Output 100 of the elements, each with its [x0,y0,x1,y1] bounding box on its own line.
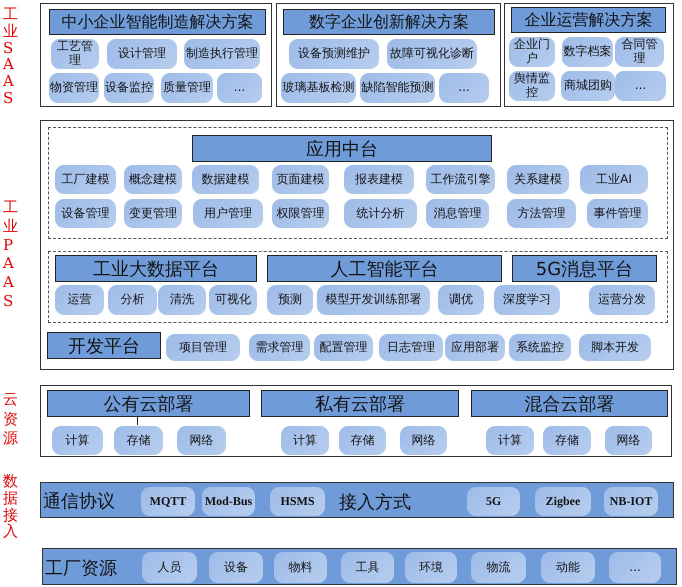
module-chip: 故障可视化诊断 [387,39,477,69]
module-chip: 权限管理 [272,199,329,228]
layer-panel [276,3,501,107]
module-chip: 分析 [108,285,157,315]
module-chip: 计算 [281,426,329,455]
module-chip: 设备 [209,552,263,583]
band-title: 工厂资源 [45,557,117,580]
module-chip: 商城团购 [561,71,615,101]
module-chip: 运营 [55,285,104,315]
platform-header: 数字企业创新解决方案 [283,9,495,35]
platform-header: 工业大数据平台 [55,255,257,282]
module-chip: 设备监控 [104,73,154,103]
module-chip: 脚本开发 [579,334,651,361]
layer-panel [40,3,272,107]
module-chip: 网络 [400,426,447,455]
module-chip: ... [615,71,666,101]
module-chip: 计算 [52,426,103,455]
platform-header: 公有云部署 [47,390,250,417]
module-chip: HSMS [270,487,325,516]
module-chip: 系统监控 [509,334,571,361]
module-chip: 设计管理 [107,39,177,69]
band-title: 通信协议 [43,490,115,513]
module-chip: 缺陷智能预测 [360,73,435,103]
platform-header: 混合云部署 [471,390,668,417]
module-chip: 用户管理 [193,199,263,228]
module-chip: 舆情监控 [509,71,555,101]
dashed-group [48,127,668,239]
module-chip: MQTT [141,487,195,516]
module-chip: 清洗 [158,285,206,315]
module-chip: 项目管理 [166,334,240,361]
module-chip: 物流 [471,552,526,583]
module-chip: 网络 [177,426,226,455]
module-chip: 存储 [114,426,163,455]
module-chip: 方法管理 [507,199,576,228]
layer-label: 工业SAAS [3,6,18,107]
module-chip: 工作流引擎 [426,165,495,194]
module-chip: 工厂建模 [55,165,116,194]
module-chip: ... [217,73,262,103]
platform-header: 中小企业智能制造解决方案 [49,9,266,35]
layer-panel [504,3,674,107]
module-chip: 工业AI [580,165,648,194]
module-chip: 设备管理 [55,199,116,228]
module-chip: 可视化 [209,285,257,315]
module-chip: 数字档案 [562,37,613,67]
module-chip: 变更管理 [124,199,182,228]
module-chip: 调优 [438,285,484,315]
layer-label: 云资源 [3,390,18,448]
platform-header: 5G消息平台 [512,255,657,282]
module-chip: 报表建模 [344,165,414,194]
module-chip: 数据建模 [192,165,259,194]
module-chip: 设备预测维护 [289,39,379,69]
module-chip: 工具 [341,552,394,583]
module-chip: 应用部署 [445,334,505,361]
module-chip: 物资管理 [49,73,99,103]
module-chip: 消息管理 [426,199,489,228]
module-chip: 物料 [274,552,327,583]
layer-label: 工业PAAS [3,198,18,310]
module-chip: 网络 [605,426,652,455]
module-chip: 计算 [486,426,534,455]
module-chip: 制造执行管理 [184,39,260,69]
layer-panel [40,120,674,370]
connector-line [137,416,138,426]
module-chip: 环境 [405,552,457,583]
module-chip: ... [609,552,661,583]
layer-panel [40,385,672,457]
module-chip: 人员 [142,552,197,583]
module-chip: NB-IOT [604,487,658,516]
module-chip: Mod-Bus [202,487,255,516]
platform-header: 开发平台 [47,332,161,359]
module-chip: 企业门户 [509,37,555,67]
layer-band [42,548,677,585]
module-chip: 动能 [541,552,595,583]
module-chip: 合同管理 [615,37,664,67]
module-chip: 存储 [543,426,591,455]
module-chip: 玻璃基板检测 [281,73,356,103]
platform-header: 企业运营解决方案 [511,7,666,33]
module-chip: 概念建模 [124,165,182,194]
layer-label: 数据接入 [3,473,18,540]
module-chip: 质量管理 [161,73,213,103]
module-chip: 模型开发训练部署 [317,285,430,315]
module-chip: 需求管理 [249,334,310,361]
module-chip: Zigbee [535,487,591,516]
module-chip: 日志管理 [379,334,443,361]
dashed-group [48,251,668,323]
module-chip: 统计分析 [344,199,417,228]
module-chip: 事件管理 [587,199,648,228]
module-chip: 深度学习 [494,285,560,315]
band-title: 接入方式 [339,491,411,514]
platform-header: 应用中台 [192,135,492,162]
module-chip: 关系建模 [507,165,569,194]
module-chip: 预测 [267,285,313,315]
platform-header: 人工智能平台 [267,255,502,282]
module-chip: 页面建模 [272,165,329,194]
module-chip: 5G [467,487,520,516]
platform-header: 私有云部署 [261,390,459,417]
layer-band [40,482,674,518]
module-chip: 存储 [339,426,386,455]
module-chip: ... [439,73,489,103]
module-chip: 运营分发 [589,285,655,315]
module-chip: 工艺管理 [51,39,99,69]
